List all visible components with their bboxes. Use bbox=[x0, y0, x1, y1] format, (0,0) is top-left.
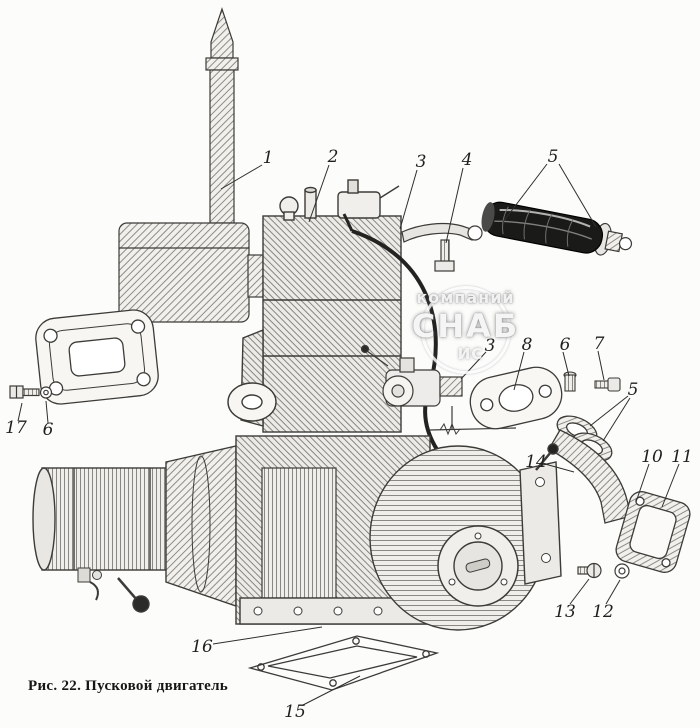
figure-caption: Рис. 22. Пусковой двигатель bbox=[28, 678, 229, 694]
callout-6-mid: 6 bbox=[559, 335, 571, 355]
callout-5-top: 5 bbox=[547, 147, 559, 167]
callout-5-right: 5 bbox=[627, 380, 639, 400]
callout-14: 14 bbox=[525, 452, 547, 472]
starting-handle-grip bbox=[481, 201, 633, 256]
callout-16: 16 bbox=[191, 637, 213, 657]
callout-11: 11 bbox=[671, 447, 693, 467]
callout-13: 13 bbox=[554, 602, 576, 622]
decompression-lever bbox=[401, 222, 483, 272]
callout-12: 12 bbox=[592, 602, 614, 622]
watermark-circle bbox=[421, 286, 511, 374]
cylinder-block bbox=[227, 179, 402, 433]
watermark-line1: компаний bbox=[416, 288, 515, 307]
callout-8: 8 bbox=[521, 335, 533, 355]
callout-17: 17 bbox=[5, 418, 27, 438]
leader-lines bbox=[17, 163, 680, 706]
callout-6-left: 6 bbox=[42, 420, 54, 440]
bolt-and-washer-left bbox=[9, 385, 53, 399]
callout-2: 2 bbox=[327, 147, 339, 167]
intake-flange bbox=[35, 309, 159, 405]
muffler-assembly bbox=[118, 7, 264, 323]
bottom-gasket bbox=[247, 635, 440, 691]
callout-3-mid: 3 bbox=[484, 336, 496, 356]
watermark-line2: СНАБ bbox=[411, 307, 520, 345]
flange-gasket bbox=[469, 366, 563, 430]
exhaust-elbow bbox=[548, 415, 691, 573]
callout-1: 1 bbox=[262, 148, 274, 168]
flange-bolt-washer bbox=[577, 562, 630, 579]
callout-7: 7 bbox=[593, 334, 605, 354]
crankcase bbox=[32, 435, 562, 631]
watermark-line3: ИС bbox=[457, 345, 484, 363]
callout-15: 15 bbox=[284, 702, 306, 722]
callout-10: 10 bbox=[641, 447, 663, 467]
callout-3-top: 3 bbox=[415, 152, 427, 172]
mounting-studs bbox=[563, 371, 621, 392]
carburetor bbox=[360, 344, 517, 436]
callout-4: 4 bbox=[461, 150, 473, 170]
